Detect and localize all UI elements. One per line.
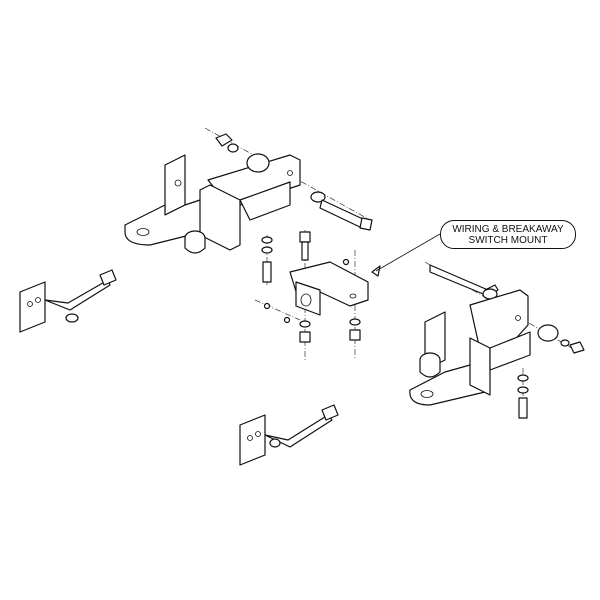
right-hitch-bracket [409, 264, 585, 419]
breakaway-switch-mount [263, 233, 441, 343]
upper-hardware [215, 133, 373, 283]
left-hitch-pin [19, 269, 117, 333]
bottom-hitch-pin [239, 404, 339, 466]
callout-line-2: SWITCH MOUNT [468, 234, 548, 246]
callout-line-1: WIRING & BREAKAWAY [452, 223, 564, 235]
wiring-breakaway-switch-mount-callout: WIRING & BREAKAWAY SWITCH MOUNT [440, 220, 576, 249]
upper-left-hitch-bracket [124, 154, 301, 254]
